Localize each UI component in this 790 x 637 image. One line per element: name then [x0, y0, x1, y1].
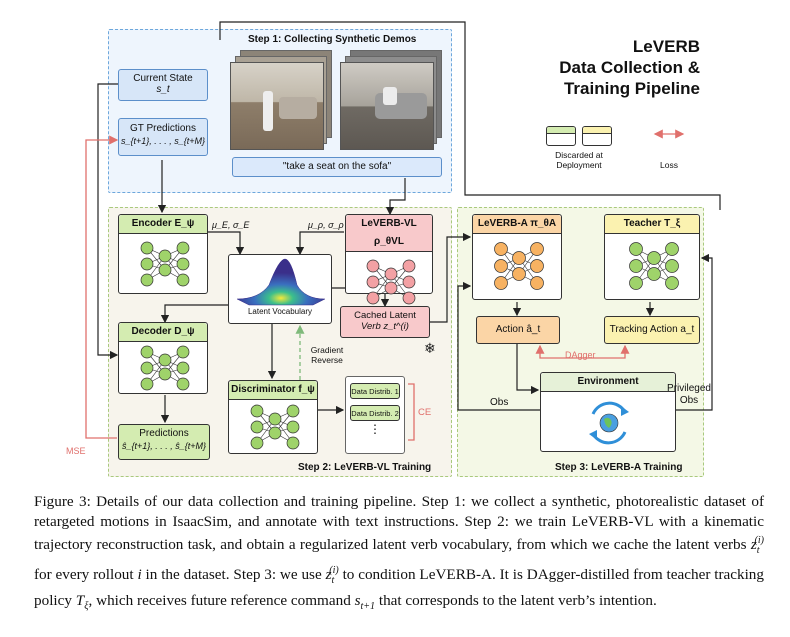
leverb-vl-network-icon: [366, 259, 416, 305]
tracking-action-box: Tracking Action a_t: [604, 316, 700, 344]
predictions-box: Predictions ŝ_{t+1}, . . . , ŝ_{t+M}: [118, 424, 210, 460]
gt-predictions-box: GT Predictions s_{t+1}, . . . , s_{t+M}: [118, 118, 208, 156]
mse-label: MSE: [66, 446, 86, 456]
leverb-vl-box: LeVERB-VL ρ_θVL: [345, 214, 433, 305]
gaussian-surface-icon: [236, 258, 326, 306]
scene-render-stack-2: [340, 50, 445, 150]
leverb-vl-output-label: μ_ρ, σ_ρ: [308, 220, 344, 230]
data-distrib-more: ⋮: [369, 422, 381, 436]
pipeline-title: LeVERB Data Collection & Training Pipeli…: [559, 37, 700, 98]
encoder-box: Encoder E_ψ: [118, 214, 208, 294]
environment-box: Environment: [540, 372, 676, 452]
ce-loss-label: CE: [418, 407, 432, 418]
legend-discarded-icon-2: [582, 126, 612, 146]
gradient-reverse-label: Gradient Reverse: [310, 345, 344, 365]
current-state-box: Current State s_t: [118, 69, 208, 101]
globe-cycle-icon: [589, 401, 629, 445]
teacher-box: Teacher T_ξ: [604, 214, 700, 300]
legend-discarded-icon: [546, 126, 576, 146]
scene-render-stack-1: [230, 50, 335, 150]
data-distrib-2: Data Distrib. 2: [350, 405, 400, 421]
encoder-network-icon: [140, 241, 190, 287]
latent-vocabulary-box: Latent Vocabulary: [228, 254, 332, 324]
leverb-a-box: LeVERB-A π_θA: [472, 214, 562, 300]
dagger-label: DAgger: [565, 350, 596, 360]
discriminator-network-icon: [250, 404, 300, 450]
decoder-network-icon: [140, 345, 190, 391]
legend-loss-label: Loss: [660, 160, 678, 170]
leverb-a-network-icon: [494, 242, 544, 290]
legend-discarded-label: Discarded at Deployment: [555, 150, 603, 170]
teacher-network-icon: [629, 242, 679, 290]
data-distrib-1: Data Distrib. 1: [350, 383, 400, 399]
step2-label: Step 2: LeVERB-VL Training: [298, 462, 432, 473]
cached-latent-verb-box: Cached Latent Verb z_t^(i): [340, 306, 430, 338]
action-box: Action â_t: [476, 316, 560, 344]
discriminator-box: Discriminator f_ψ: [228, 380, 318, 454]
data-distribution-list: Data Distrib. 1 Data Distrib. 2 ⋮: [345, 376, 405, 454]
instruction-text-box: "take a seat on the sofa": [232, 157, 442, 177]
frozen-snowflake-icon: ❄: [424, 340, 436, 356]
encoder-output-label: μ_E, σ_E: [212, 220, 250, 230]
privileged-obs-label: Privileged Obs: [667, 383, 711, 406]
decoder-box: Decoder D_ψ: [118, 322, 208, 394]
figure-caption: Figure 3: Details of our data collection…: [34, 493, 764, 612]
step1-label: Step 1: Collecting Synthetic Demos: [248, 34, 417, 45]
step3-label: Step 3: LeVERB-A Training: [555, 462, 683, 473]
obs-label: Obs: [490, 397, 509, 408]
